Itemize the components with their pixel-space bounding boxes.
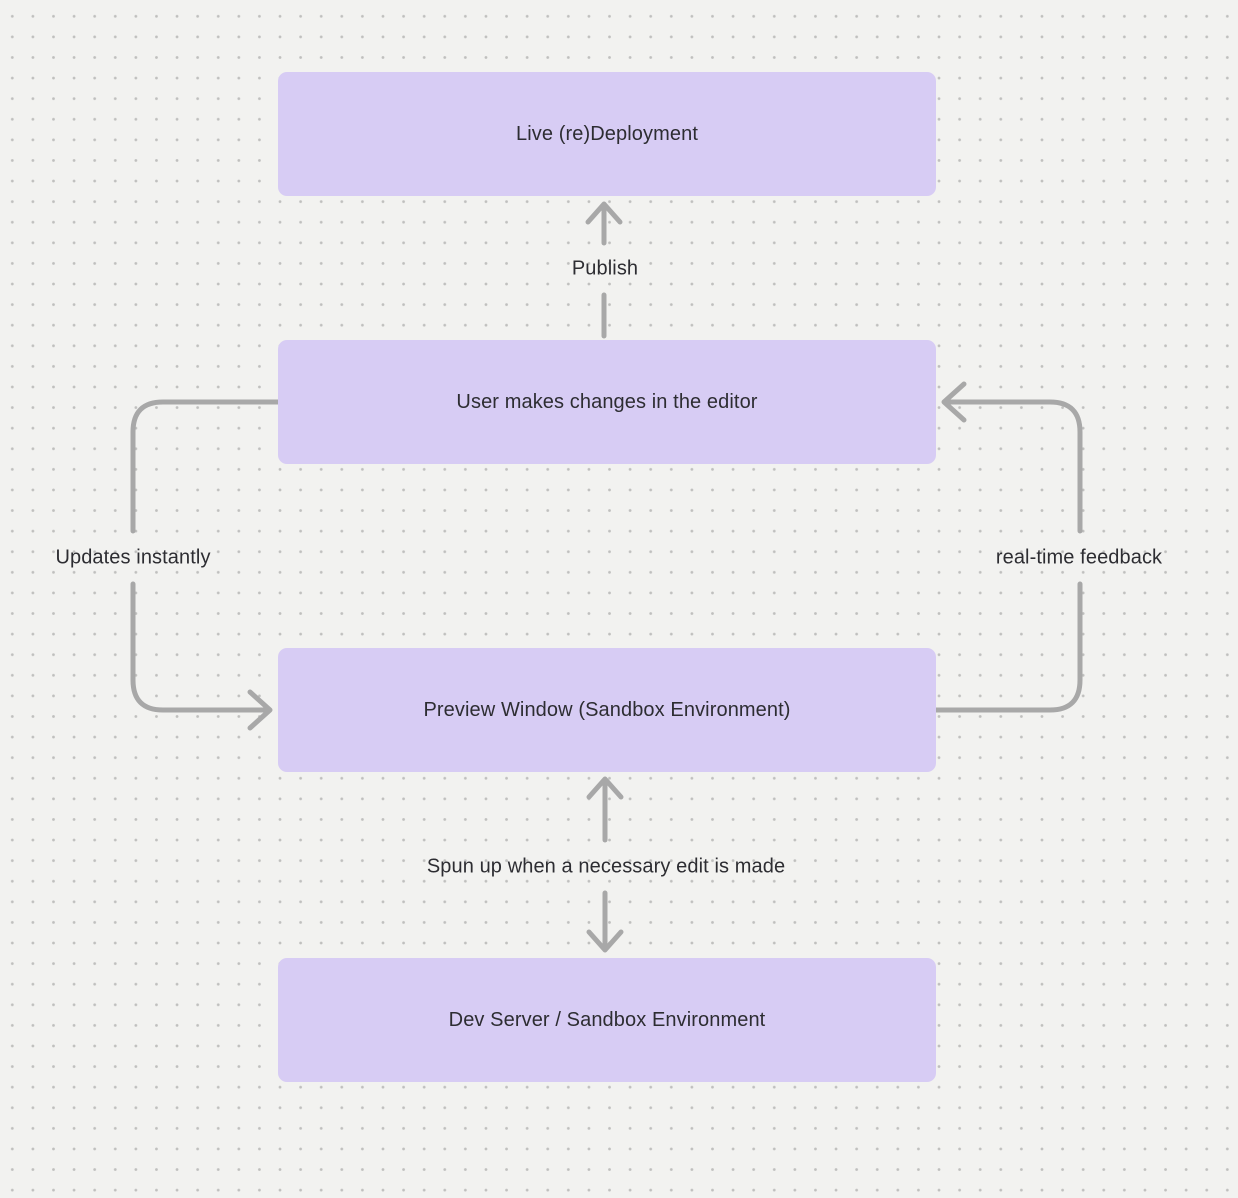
arrow-label-updates-instantly: Updates instantly bbox=[55, 546, 211, 569]
node-label: Live (re)Deployment bbox=[516, 122, 698, 145]
node-label: Dev Server / Sandbox Environment bbox=[448, 1008, 766, 1031]
node-label: Preview Window (Sandbox Environment) bbox=[423, 698, 791, 721]
arrow-publish[interactable] bbox=[585, 201, 623, 339]
node-live-redeployment[interactable]: Live (re)Deployment bbox=[278, 72, 936, 196]
arrow-updates-instantly[interactable] bbox=[130, 399, 281, 731]
node-dev-server[interactable]: Dev Server / Sandbox Environment bbox=[278, 958, 936, 1082]
arrow-spun-up[interactable] bbox=[586, 776, 624, 953]
arrow-label-spun-up: Spun up when a necessary edit is made bbox=[426, 855, 786, 878]
arrow-label-real-time-feedback: real-time feedback bbox=[995, 546, 1163, 569]
node-preview-window[interactable]: Preview Window (Sandbox Environment) bbox=[278, 648, 936, 772]
arrow-real-time-feedback[interactable] bbox=[933, 381, 1083, 713]
node-user-makes-changes[interactable]: User makes changes in the editor bbox=[278, 340, 936, 464]
node-label: User makes changes in the editor bbox=[456, 390, 758, 413]
arrow-label-publish: Publish bbox=[571, 257, 639, 280]
